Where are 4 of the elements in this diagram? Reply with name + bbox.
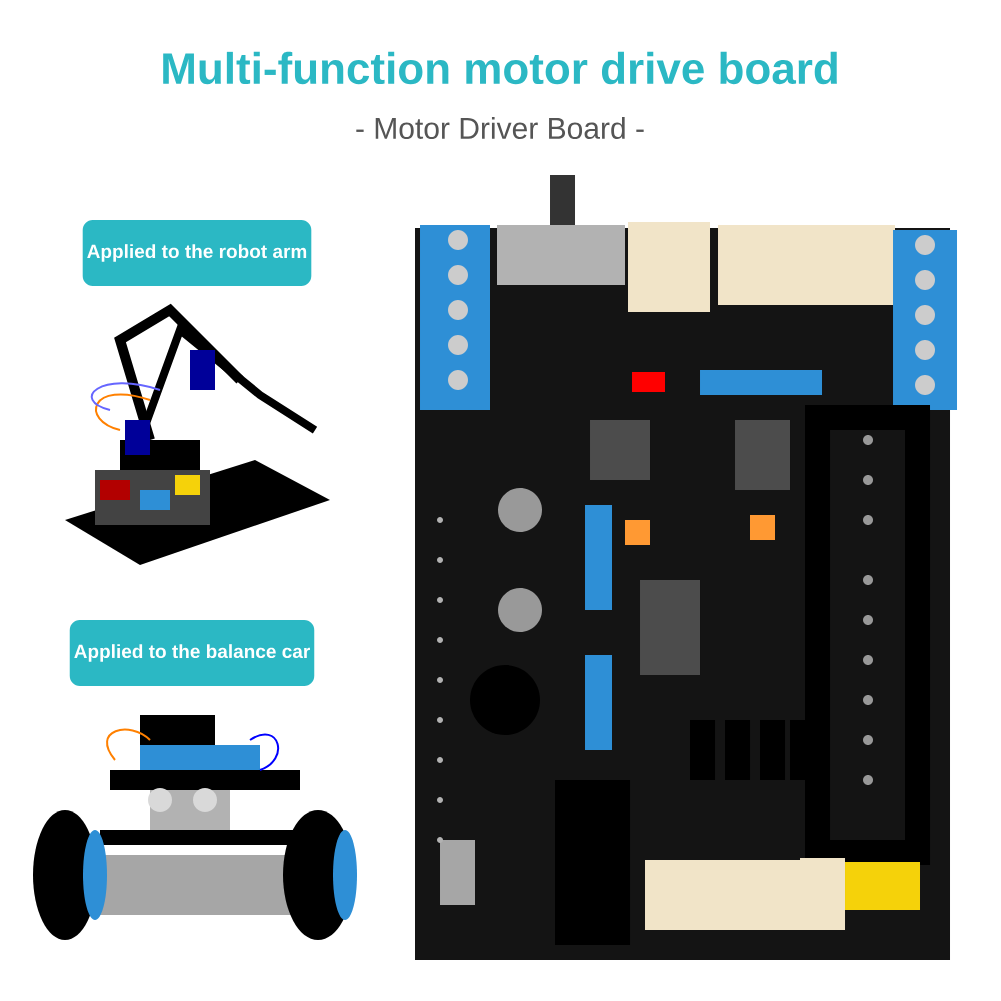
callout-box: Applied to the robot arm: [82, 220, 312, 286]
subtitle: - Motor Driver Board -: [356, 117, 644, 139]
callout-box: Applied to the balance car: [69, 620, 315, 686]
title: Multi-function motor drive board: [163, 51, 837, 85]
